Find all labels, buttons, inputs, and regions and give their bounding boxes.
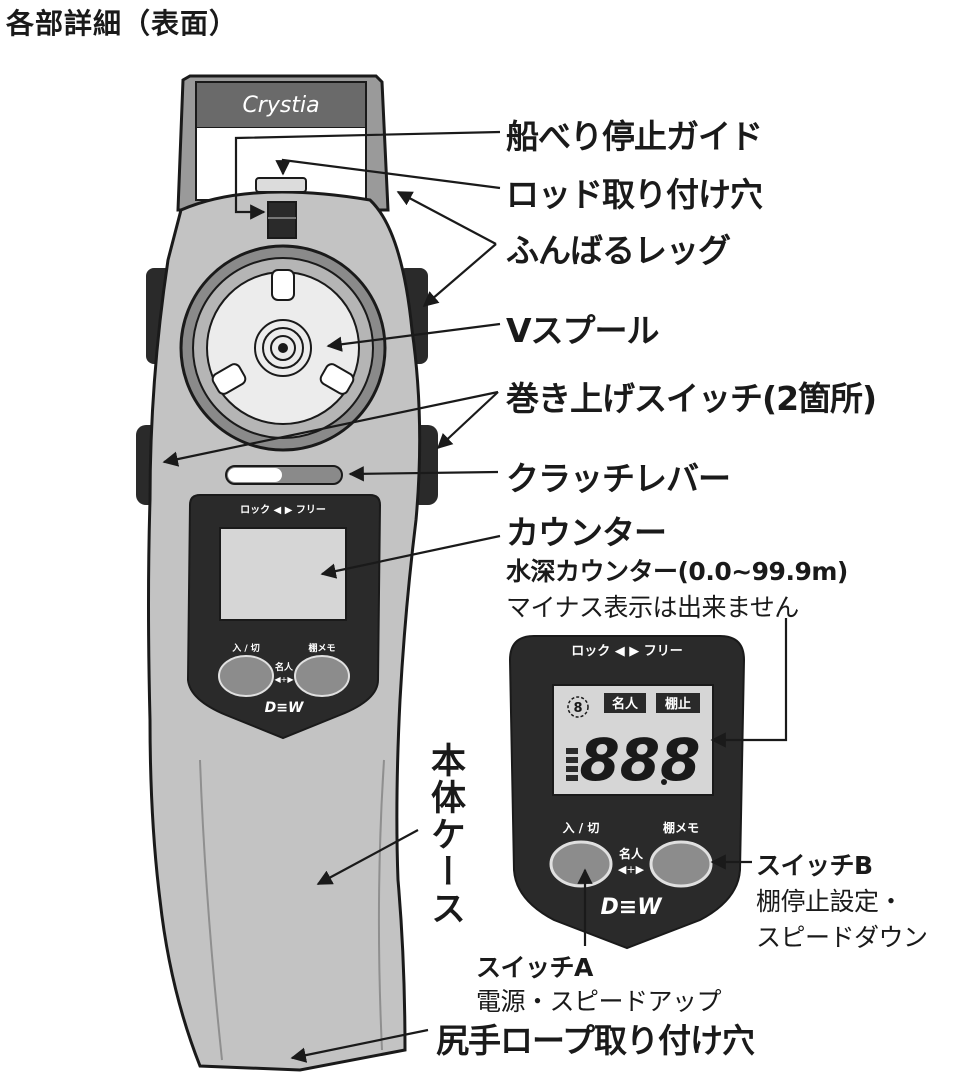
svg-text:棚メモ: 棚メモ <box>308 642 335 654</box>
svg-text:入 / 切: 入 / 切 <box>563 821 600 835</box>
label-funbaru-leg: ふんばるレッグ <box>506 231 731 270</box>
v-spool <box>179 244 387 452</box>
label-depth-counter: 水深カウンター(0.0~99.9m) <box>506 557 848 586</box>
label-tail-rope-hole: 尻手ロープ取り付け穴 <box>436 1021 755 1060</box>
label-switch-a-desc: 電源・スピードアップ <box>476 987 722 1016</box>
control-panel-small: ロック ◀ ▶ フリー 入 / 切 棚メモ 名人 ◀+▶ D≡W <box>186 494 382 740</box>
svg-text:名人: 名人 <box>619 846 644 861</box>
daiwa-mark-zoom: D≡W <box>601 895 664 920</box>
leader-lines <box>162 130 788 1063</box>
label-rod-hole: ロッド取り付け穴 <box>506 175 763 214</box>
svg-text:◀+▶: ◀+▶ <box>618 863 645 876</box>
daiwa-mark-small: D≡W <box>265 700 304 716</box>
label-switch-b-desc1: 棚停止設定・ <box>756 887 904 916</box>
control-panel-zoom: ロック ◀ ▶ フリー 8 名人 棚止 888 入 / 切 棚メモ 名人 ◀+▶… <box>508 635 746 950</box>
label-switch-b-desc2: スピードダウン <box>756 923 928 952</box>
label-body-case: 本体ケース <box>425 742 465 927</box>
battery-indicator <box>566 748 578 781</box>
page-title: 各部詳細（表面） <box>6 7 239 40</box>
svg-text:名人: 名人 <box>275 661 294 673</box>
label-no-minus: マイナス表示は出来ません <box>506 593 799 622</box>
rod-hole-tab <box>255 177 307 193</box>
svg-text:8: 8 <box>573 701 582 716</box>
switch-a-zoom <box>549 840 613 888</box>
svg-text:棚止: 棚止 <box>665 696 691 712</box>
label-switch-b: スイッチB <box>756 851 873 880</box>
label-funaberi-guide: 船べり停止ガイド <box>506 117 763 156</box>
label-winding-switch: 巻き上げスイッチ(2箇所) <box>506 379 877 418</box>
svg-text:棚メモ: 棚メモ <box>663 820 699 835</box>
funaberi-stop-guide <box>267 201 297 239</box>
label-counter: カウンター <box>506 513 667 552</box>
svg-text:入 / 切: 入 / 切 <box>231 643 260 654</box>
label-clutch-lever: クラッチレバー <box>506 459 731 498</box>
svg-text:名人: 名人 <box>612 696 639 712</box>
svg-text:◀+▶: ◀+▶ <box>274 675 294 684</box>
switch-b-zoom <box>649 840 713 888</box>
lcd-digits: 888 <box>579 726 700 794</box>
label-switch-a: スイッチA <box>476 953 593 982</box>
label-v-spool: Vスプール <box>506 311 660 350</box>
clutch-lever <box>225 465 343 485</box>
lock-free-small: ロック ◀ ▶ フリー <box>240 504 326 516</box>
lock-free-zoom: ロック ◀ ▶ フリー <box>571 644 683 659</box>
crystia-logo: Crystia <box>242 93 319 118</box>
